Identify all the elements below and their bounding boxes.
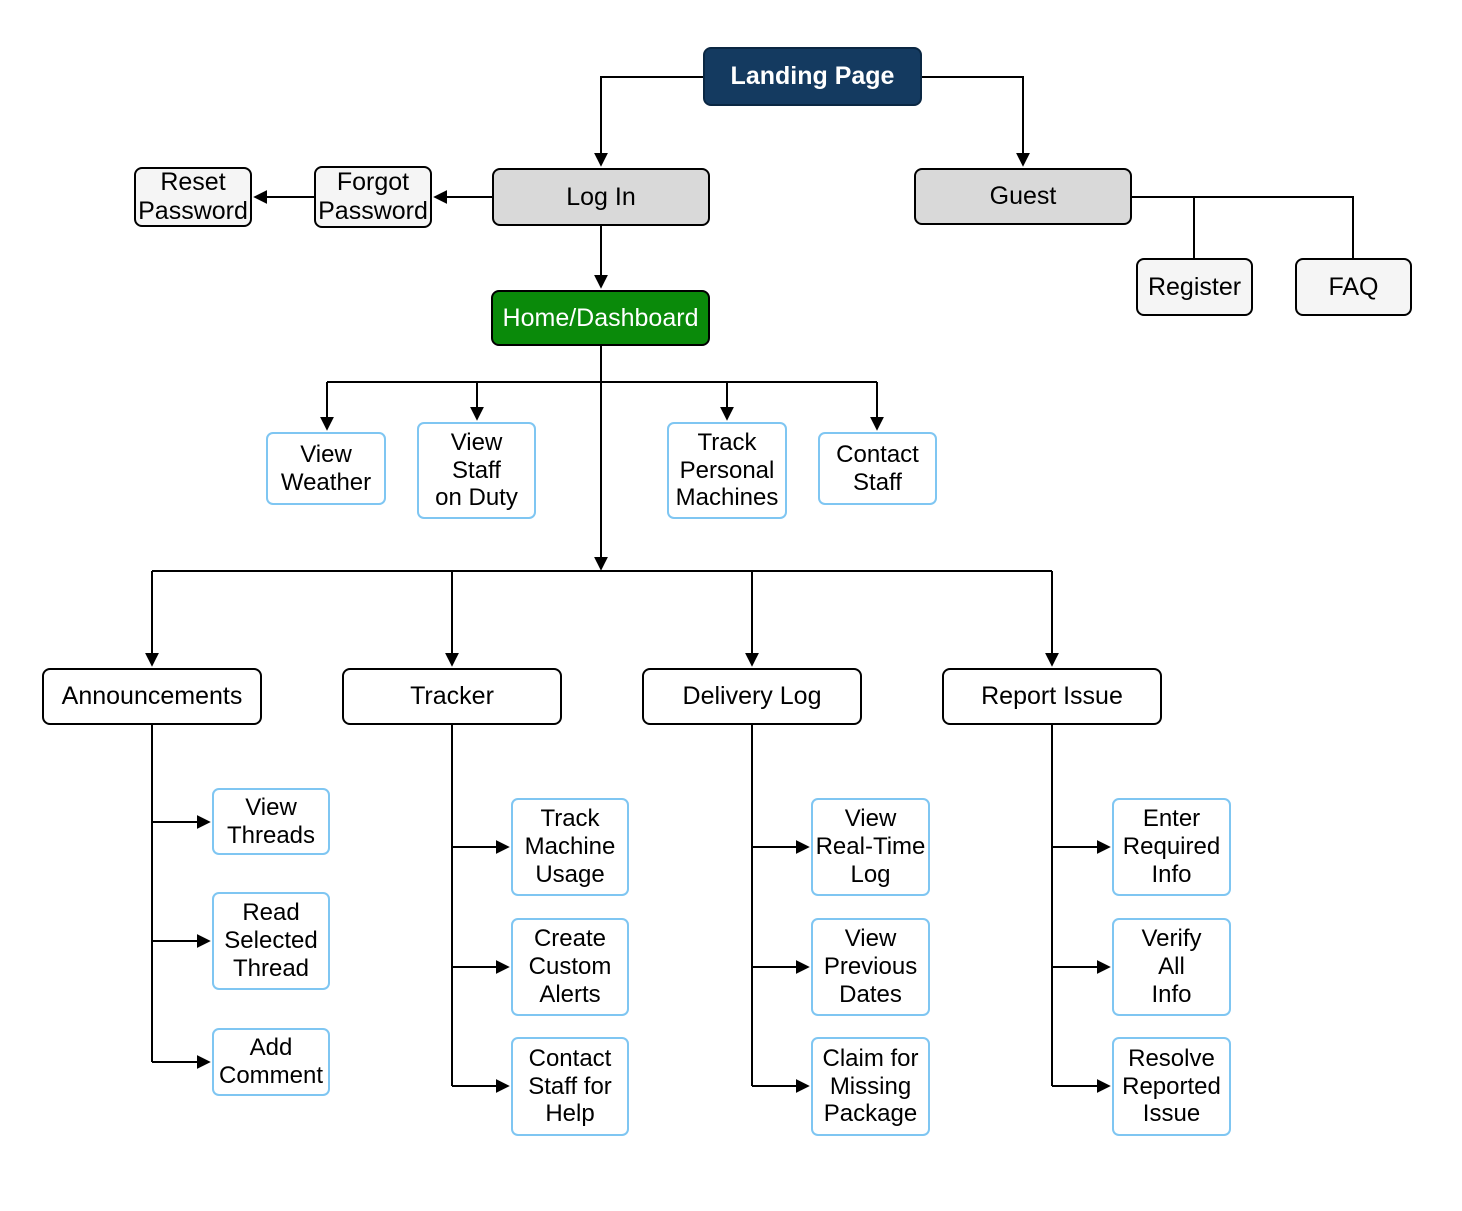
node-home-dashboard: Home/Dashboard (491, 290, 710, 346)
node-claim-for-missing-package: Claim for Missing Package (811, 1037, 930, 1136)
node-read-selected-thread: Read Selected Thread (212, 892, 330, 990)
node-reset-password: Reset Password (134, 167, 252, 227)
node-add-comment: Add Comment (212, 1028, 330, 1096)
node-track-personal-machines: Track Personal Machines (667, 422, 787, 519)
node-view-real-time-log: View Real-Time Log (811, 798, 930, 896)
node-view-threads: View Threads (212, 788, 330, 855)
node-contact-staff: Contact Staff (818, 432, 937, 505)
node-contact-staff-for-help: Contact Staff for Help (511, 1037, 629, 1136)
node-view-weather: View Weather (266, 432, 386, 505)
node-enter-required-info: Enter Required Info (1112, 798, 1231, 896)
node-register: Register (1136, 258, 1253, 316)
node-view-previous-dates: View Previous Dates (811, 918, 930, 1016)
node-view-staff-on-duty: View Staff on Duty (417, 422, 536, 519)
node-log-in: Log In (492, 168, 710, 226)
node-delivery-log: Delivery Log (642, 668, 862, 725)
node-faq: FAQ (1295, 258, 1412, 316)
node-report-issue: Report Issue (942, 668, 1162, 725)
node-announcements: Announcements (42, 668, 262, 725)
node-create-custom-alerts: Create Custom Alerts (511, 918, 629, 1016)
node-verify-all-info: Verify All Info (1112, 918, 1231, 1016)
node-tracker: Tracker (342, 668, 562, 725)
node-resolve-reported-issue: Resolve Reported Issue (1112, 1037, 1231, 1136)
node-forgot-password: Forgot Password (314, 166, 432, 228)
node-guest: Guest (914, 168, 1132, 225)
node-landing-page: Landing Page (703, 47, 922, 106)
node-track-machine-usage: Track Machine Usage (511, 798, 629, 896)
